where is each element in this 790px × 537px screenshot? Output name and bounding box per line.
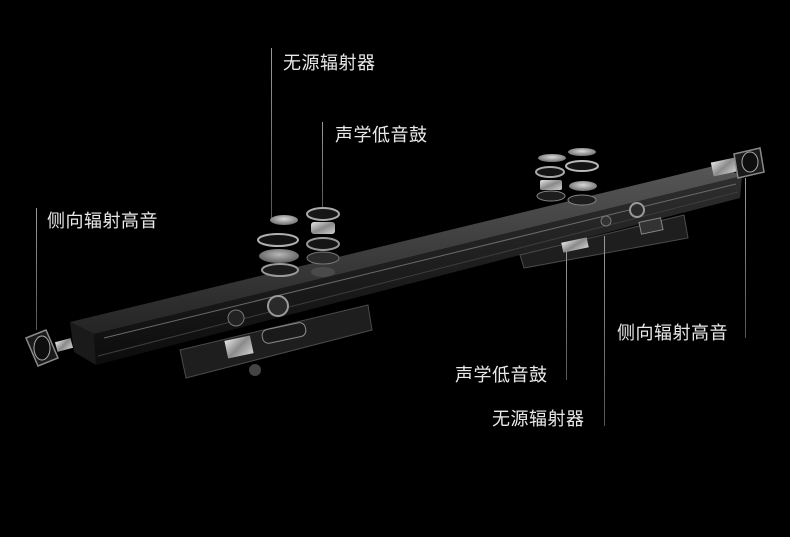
left-driver-tray <box>179 295 373 379</box>
acoustic-woofer-stack-left <box>306 207 340 277</box>
label-side-tweeter-left: 侧向辐射高音 <box>47 211 158 232</box>
side-tweeter-left <box>25 329 74 367</box>
leader-acoustic-woofer-bottom <box>566 250 567 380</box>
label-acoustic-woofer-top: 声学低音鼓 <box>335 125 428 146</box>
side-tweeter-right <box>710 147 765 179</box>
label-side-tweeter-right: 侧向辐射高音 <box>617 323 728 344</box>
leader-side-tweeter-left <box>36 208 37 330</box>
leader-passive-radiator-top <box>271 48 272 218</box>
label-acoustic-woofer-bottom: 声学低音鼓 <box>455 365 548 386</box>
leader-passive-radiator-bottom <box>604 236 605 426</box>
driver-stack-right <box>535 148 599 206</box>
label-passive-radiator-top: 无源辐射器 <box>283 53 376 74</box>
soundbar-body <box>70 165 742 365</box>
label-passive-radiator-bottom: 无源辐射器 <box>492 409 585 430</box>
passive-radiator-stack-left <box>257 215 299 277</box>
leader-acoustic-woofer-top <box>322 122 323 207</box>
leader-side-tweeter-right <box>745 178 746 338</box>
